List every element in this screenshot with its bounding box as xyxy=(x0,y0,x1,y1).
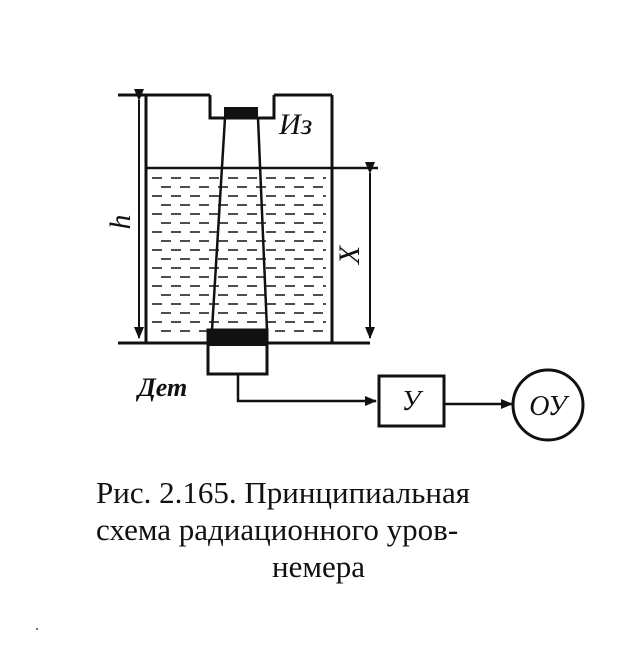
caption-line-2: схема радиационного уров- xyxy=(96,512,459,547)
signal-line xyxy=(236,374,377,406)
actuator-label: ОУ xyxy=(529,391,570,422)
caption-line-3: немера xyxy=(272,549,365,584)
level-label: X xyxy=(333,244,366,265)
speck xyxy=(36,628,38,630)
caption-line-1: Рис. 2.165. Принципиальная xyxy=(96,475,471,510)
liquid xyxy=(152,177,326,332)
radiation-source xyxy=(208,95,276,120)
height-label: h xyxy=(104,215,137,230)
source-label: Из xyxy=(278,108,312,141)
figure-caption: Рис. 2.165. Принципиальная схема радиаци… xyxy=(96,474,596,585)
tank xyxy=(118,93,370,345)
detector xyxy=(206,328,269,376)
actuator-block: ОУ xyxy=(511,368,585,442)
amplifier-block: У xyxy=(377,374,446,428)
amplifier-label: У xyxy=(402,386,424,417)
radiation-beam xyxy=(210,117,269,331)
detector-label: Дет xyxy=(136,373,187,402)
